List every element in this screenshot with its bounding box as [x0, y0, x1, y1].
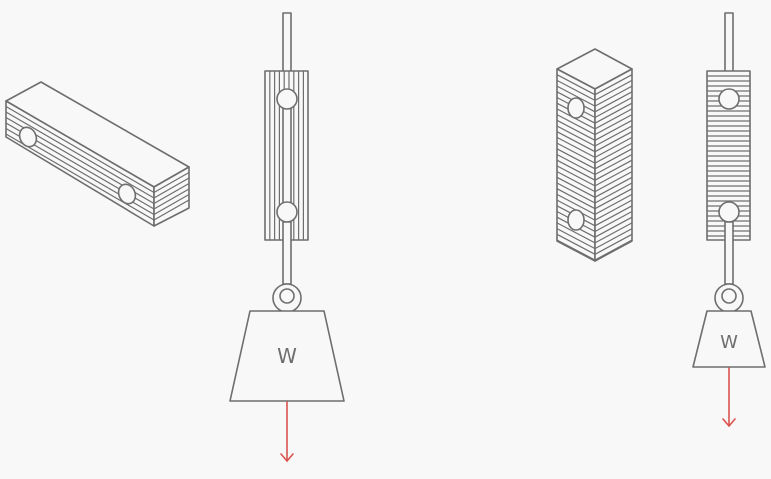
layer-line: [594, 159, 633, 181]
layer-line: [5, 111, 155, 199]
hanger-rod-2: [724, 221, 734, 285]
layer-line: [594, 222, 633, 244]
layer-line: [556, 125, 596, 147]
layer-line: [556, 136, 596, 158]
layer-line: [594, 74, 633, 96]
layer-line: [594, 199, 633, 221]
force-arrow-1: [280, 401, 294, 462]
pin-hole-bottom-1: [276, 201, 298, 223]
layer-line: [594, 165, 633, 187]
layer-line: [594, 96, 633, 119]
layer-line: [594, 119, 633, 141]
layer-line: [556, 108, 596, 130]
layer-line: [594, 131, 633, 153]
layer-line: [556, 131, 596, 153]
layer-line: [594, 233, 633, 255]
layer-line: [556, 239, 596, 261]
layer-line: [594, 148, 633, 170]
hanging-strip-assembly-1: W: [229, 12, 345, 402]
layer-line: [5, 105, 155, 194]
layer-line: [594, 205, 633, 227]
layer-line: [594, 136, 633, 158]
layer-line: [556, 176, 596, 198]
layer-line: [594, 102, 633, 124]
horizontal-layered-block: [5, 81, 190, 227]
layer-line: [556, 188, 596, 210]
layer-line: [153, 199, 190, 221]
hanger-rod-1: [282, 221, 292, 285]
layer-line: [556, 74, 596, 96]
layer-line: [594, 216, 633, 238]
layer-line: [556, 222, 596, 244]
layer-line: [556, 113, 596, 136]
vertical-layered-block: [556, 48, 633, 262]
layer-line: [153, 177, 190, 199]
layer-line: [594, 79, 633, 102]
layer-line: [556, 153, 596, 176]
force-arrow-2: [722, 367, 736, 427]
layer-line: [153, 182, 190, 205]
layer-line: [594, 176, 633, 198]
layer-line: [556, 233, 596, 255]
layer-line: [594, 193, 633, 215]
hanging-strip-assembly-2: W: [692, 12, 766, 368]
layer-line: [556, 182, 596, 204]
layer-line: [153, 171, 190, 194]
layer-line: [594, 142, 633, 164]
layer-line: [594, 188, 633, 210]
layer-line: [556, 119, 596, 141]
weight-label-1: W: [277, 344, 297, 368]
layer-line: [594, 239, 633, 261]
pin-hole-top-2: [718, 88, 740, 110]
layer-line: [556, 165, 596, 187]
weight-1: [229, 310, 345, 402]
layer-line: [5, 133, 155, 221]
layer-line: [153, 188, 190, 210]
layer-line: [594, 171, 633, 193]
layer-line: [556, 148, 596, 170]
layer-line: [594, 125, 633, 147]
layer-line: [153, 193, 190, 216]
weight-label-2: W: [720, 332, 738, 353]
layer-line: [594, 85, 633, 107]
layer-line: [594, 228, 633, 250]
layer-line: [556, 79, 596, 102]
layer-line: [556, 159, 596, 181]
pin-hole-top-1: [276, 88, 298, 110]
layer-line: [556, 193, 596, 215]
layer-line: [556, 142, 596, 164]
layer-line: [556, 85, 596, 107]
weight-2: [692, 310, 766, 368]
layer-line: [594, 113, 633, 136]
layer-line: [594, 108, 633, 130]
layer-line: [594, 182, 633, 204]
layer-line: [594, 91, 633, 113]
layer-line: [556, 228, 596, 250]
pin-hole-bottom-2: [718, 201, 740, 223]
layer-line: [594, 153, 633, 176]
layer-line: [556, 171, 596, 193]
layer-line: [594, 210, 633, 233]
